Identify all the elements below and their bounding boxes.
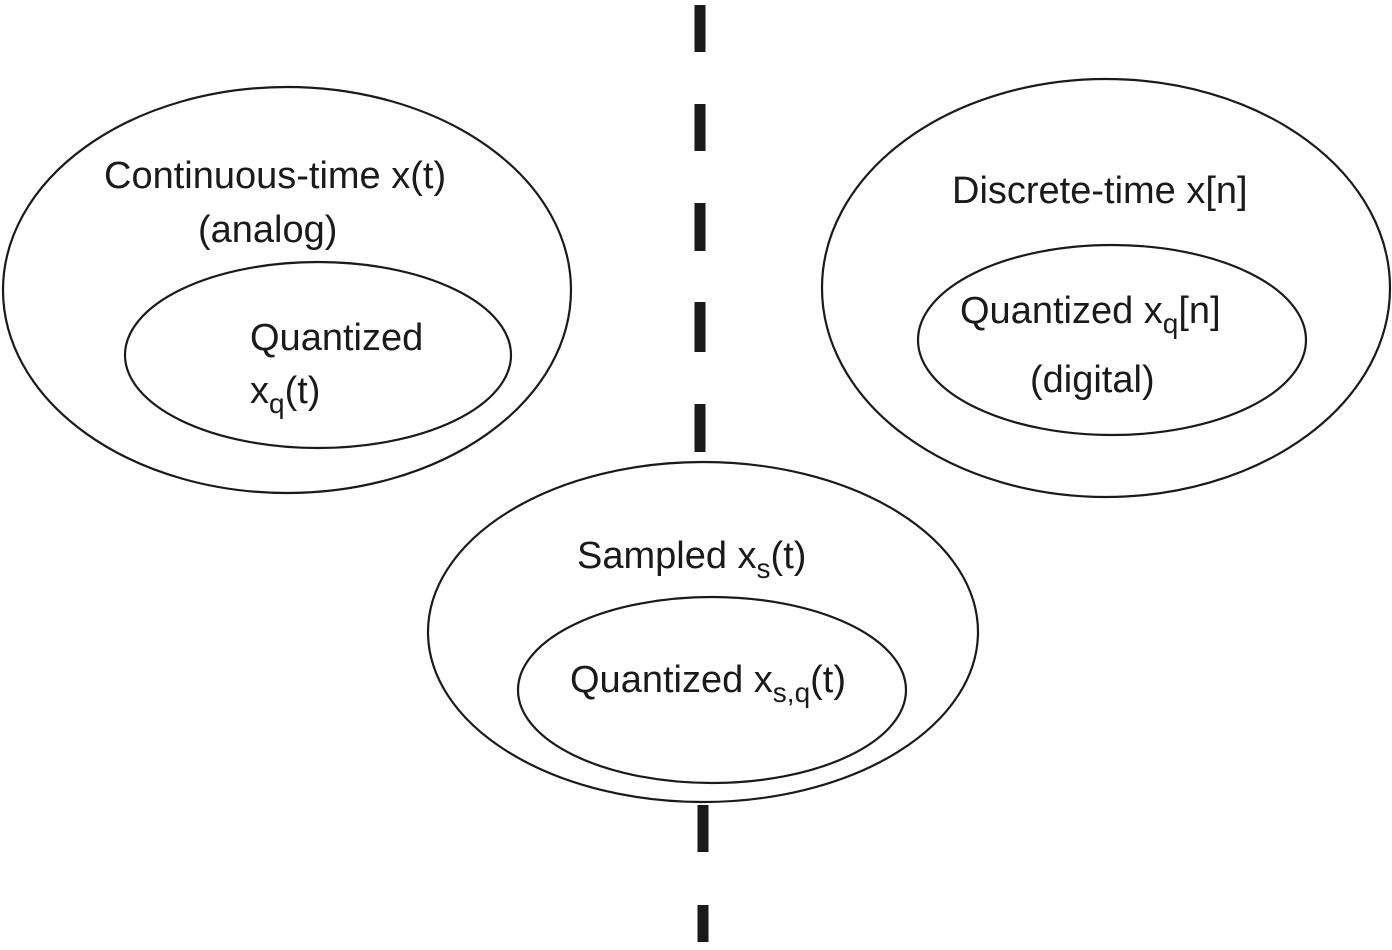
quantized-sampled-ellipse bbox=[516, 595, 908, 785]
quantized-continuous-ellipse bbox=[123, 260, 513, 450]
symbol-subscript: s bbox=[757, 553, 771, 584]
symbol-tail: (t) bbox=[810, 659, 846, 701]
quantized-discrete-subset: Quantized xq[n] (digital) bbox=[916, 243, 1308, 437]
continuous-time-subtitle: (analog) bbox=[198, 209, 337, 251]
discrete-time-title: Discrete-time x[n] bbox=[952, 170, 1248, 212]
symbol-subscript: s,q bbox=[773, 677, 810, 708]
quantized-continuous-label: Quantized bbox=[250, 317, 423, 359]
symbol-base: Sampled x bbox=[577, 535, 757, 577]
quantized-discrete-symbol: Quantized xq[n] bbox=[960, 290, 1221, 339]
time-domain-divider bbox=[694, 5, 709, 942]
continuous-time-title: Continuous-time x(t) bbox=[104, 155, 446, 197]
symbol-base: Quantized x bbox=[570, 659, 773, 701]
quantized-discrete-subtitle: (digital) bbox=[1030, 359, 1155, 401]
quantized-continuous-symbol: xq(t) bbox=[250, 370, 320, 419]
quantized-sampled-symbol: Quantized xs,q(t) bbox=[570, 659, 846, 708]
symbol-base: x bbox=[250, 370, 269, 412]
quantized-continuous-subset: Quantized xq(t) bbox=[123, 260, 513, 450]
symbol-tail: [n] bbox=[1178, 290, 1220, 332]
sampled-title: Sampled xs(t) bbox=[577, 535, 806, 584]
continuous-time-set: Continuous-time x(t) (analog) Quantized … bbox=[1, 85, 573, 495]
symbol-base: Quantized x bbox=[960, 290, 1163, 332]
symbol-subscript: q bbox=[269, 388, 285, 419]
quantized-discrete-ellipse bbox=[916, 243, 1308, 437]
symbol-tail: (t) bbox=[771, 535, 807, 577]
sampled-set: Sampled xs(t) Quantized xs,q(t) bbox=[426, 460, 980, 804]
discrete-time-set: Discrete-time x[n] Quantized xq[n] (digi… bbox=[820, 77, 1392, 499]
sampled-ellipse bbox=[426, 460, 980, 804]
discrete-time-ellipse bbox=[820, 77, 1392, 499]
symbol-tail: (t) bbox=[285, 370, 321, 412]
quantized-sampled-subset: Quantized xs,q(t) bbox=[516, 595, 908, 785]
continuous-time-ellipse bbox=[1, 85, 573, 495]
symbol-subscript: q bbox=[1163, 308, 1179, 339]
